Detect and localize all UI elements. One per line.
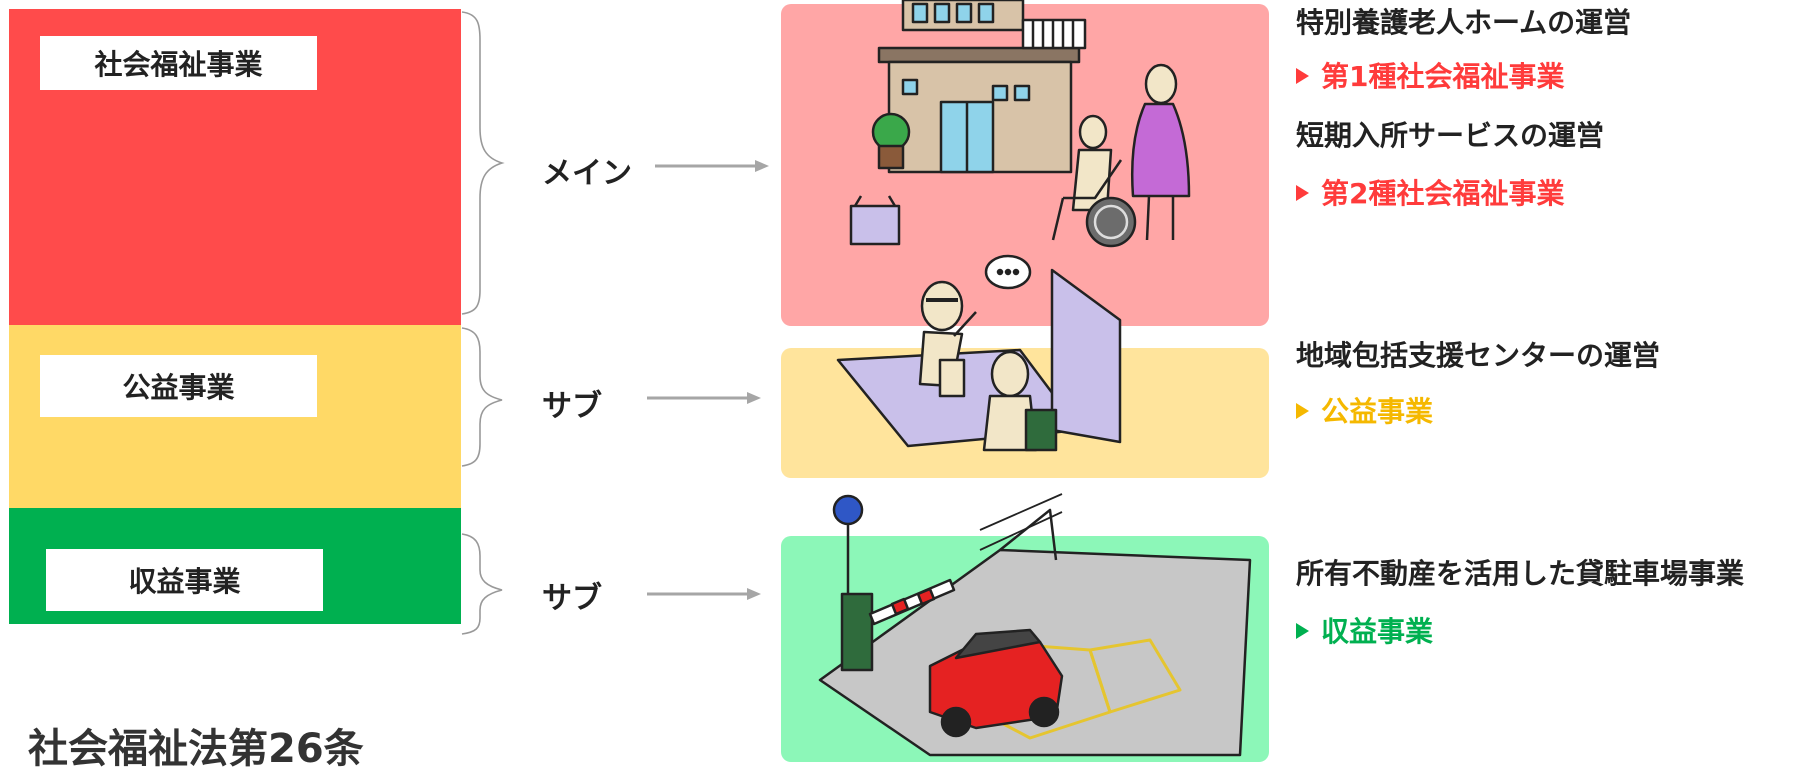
desc-public-interest-label: 公益事業 <box>1321 395 1434 428</box>
bullet-triangle-icon <box>1296 623 1309 639</box>
brace-connectors <box>461 11 505 635</box>
bullet-triangle-icon <box>1296 185 1309 201</box>
desc-profit-label: 収益事業 <box>1321 615 1434 648</box>
role-sub-profit: サブ <box>542 581 602 616</box>
bullet-triangle-icon <box>1296 403 1309 419</box>
desc-type2-social-welfare: 第2種社会福祉事業 <box>1296 172 1564 212</box>
role-main: メイン <box>542 156 632 191</box>
desc-public-interest: 公益事業 <box>1296 390 1433 430</box>
bullet-triangle-icon <box>1296 68 1309 84</box>
desc-type1-label: 第1種社会福祉事業 <box>1321 60 1565 93</box>
parking-lot-illustration <box>818 493 1252 757</box>
brace-main <box>461 11 505 315</box>
brace-sub-profit <box>461 533 503 635</box>
desc-community-center: 地域包括支援センターの運営 <box>1296 339 1661 372</box>
arrow-sub-public <box>647 392 761 404</box>
desc-nursing-home: 特別養護老人ホームの運営 <box>1296 6 1632 39</box>
arrow-sub-profit <box>647 588 761 600</box>
nursing-home-illustration <box>849 0 1191 248</box>
desc-profit: 収益事業 <box>1296 610 1433 650</box>
desc-type1-social-welfare: 第1種社会福祉事業 <box>1296 55 1564 95</box>
social-welfare-label: 社会福祉事業 <box>40 36 317 90</box>
law-reference: 社会福祉法第26条 <box>28 726 364 772</box>
arrow-main <box>655 160 769 172</box>
brace-sub-public <box>461 327 503 467</box>
desc-type2-label: 第2種社会福祉事業 <box>1321 177 1565 210</box>
desc-parking-business: 所有不動産を活用した貸駐車場事業 <box>1296 557 1745 590</box>
desc-short-stay: 短期入所サービスの運営 <box>1296 119 1605 152</box>
public-interest-label: 公益事業 <box>40 355 317 417</box>
role-sub-public: サブ <box>542 389 602 424</box>
consultation-illustration <box>836 254 1122 452</box>
profit-label: 収益事業 <box>46 549 323 611</box>
